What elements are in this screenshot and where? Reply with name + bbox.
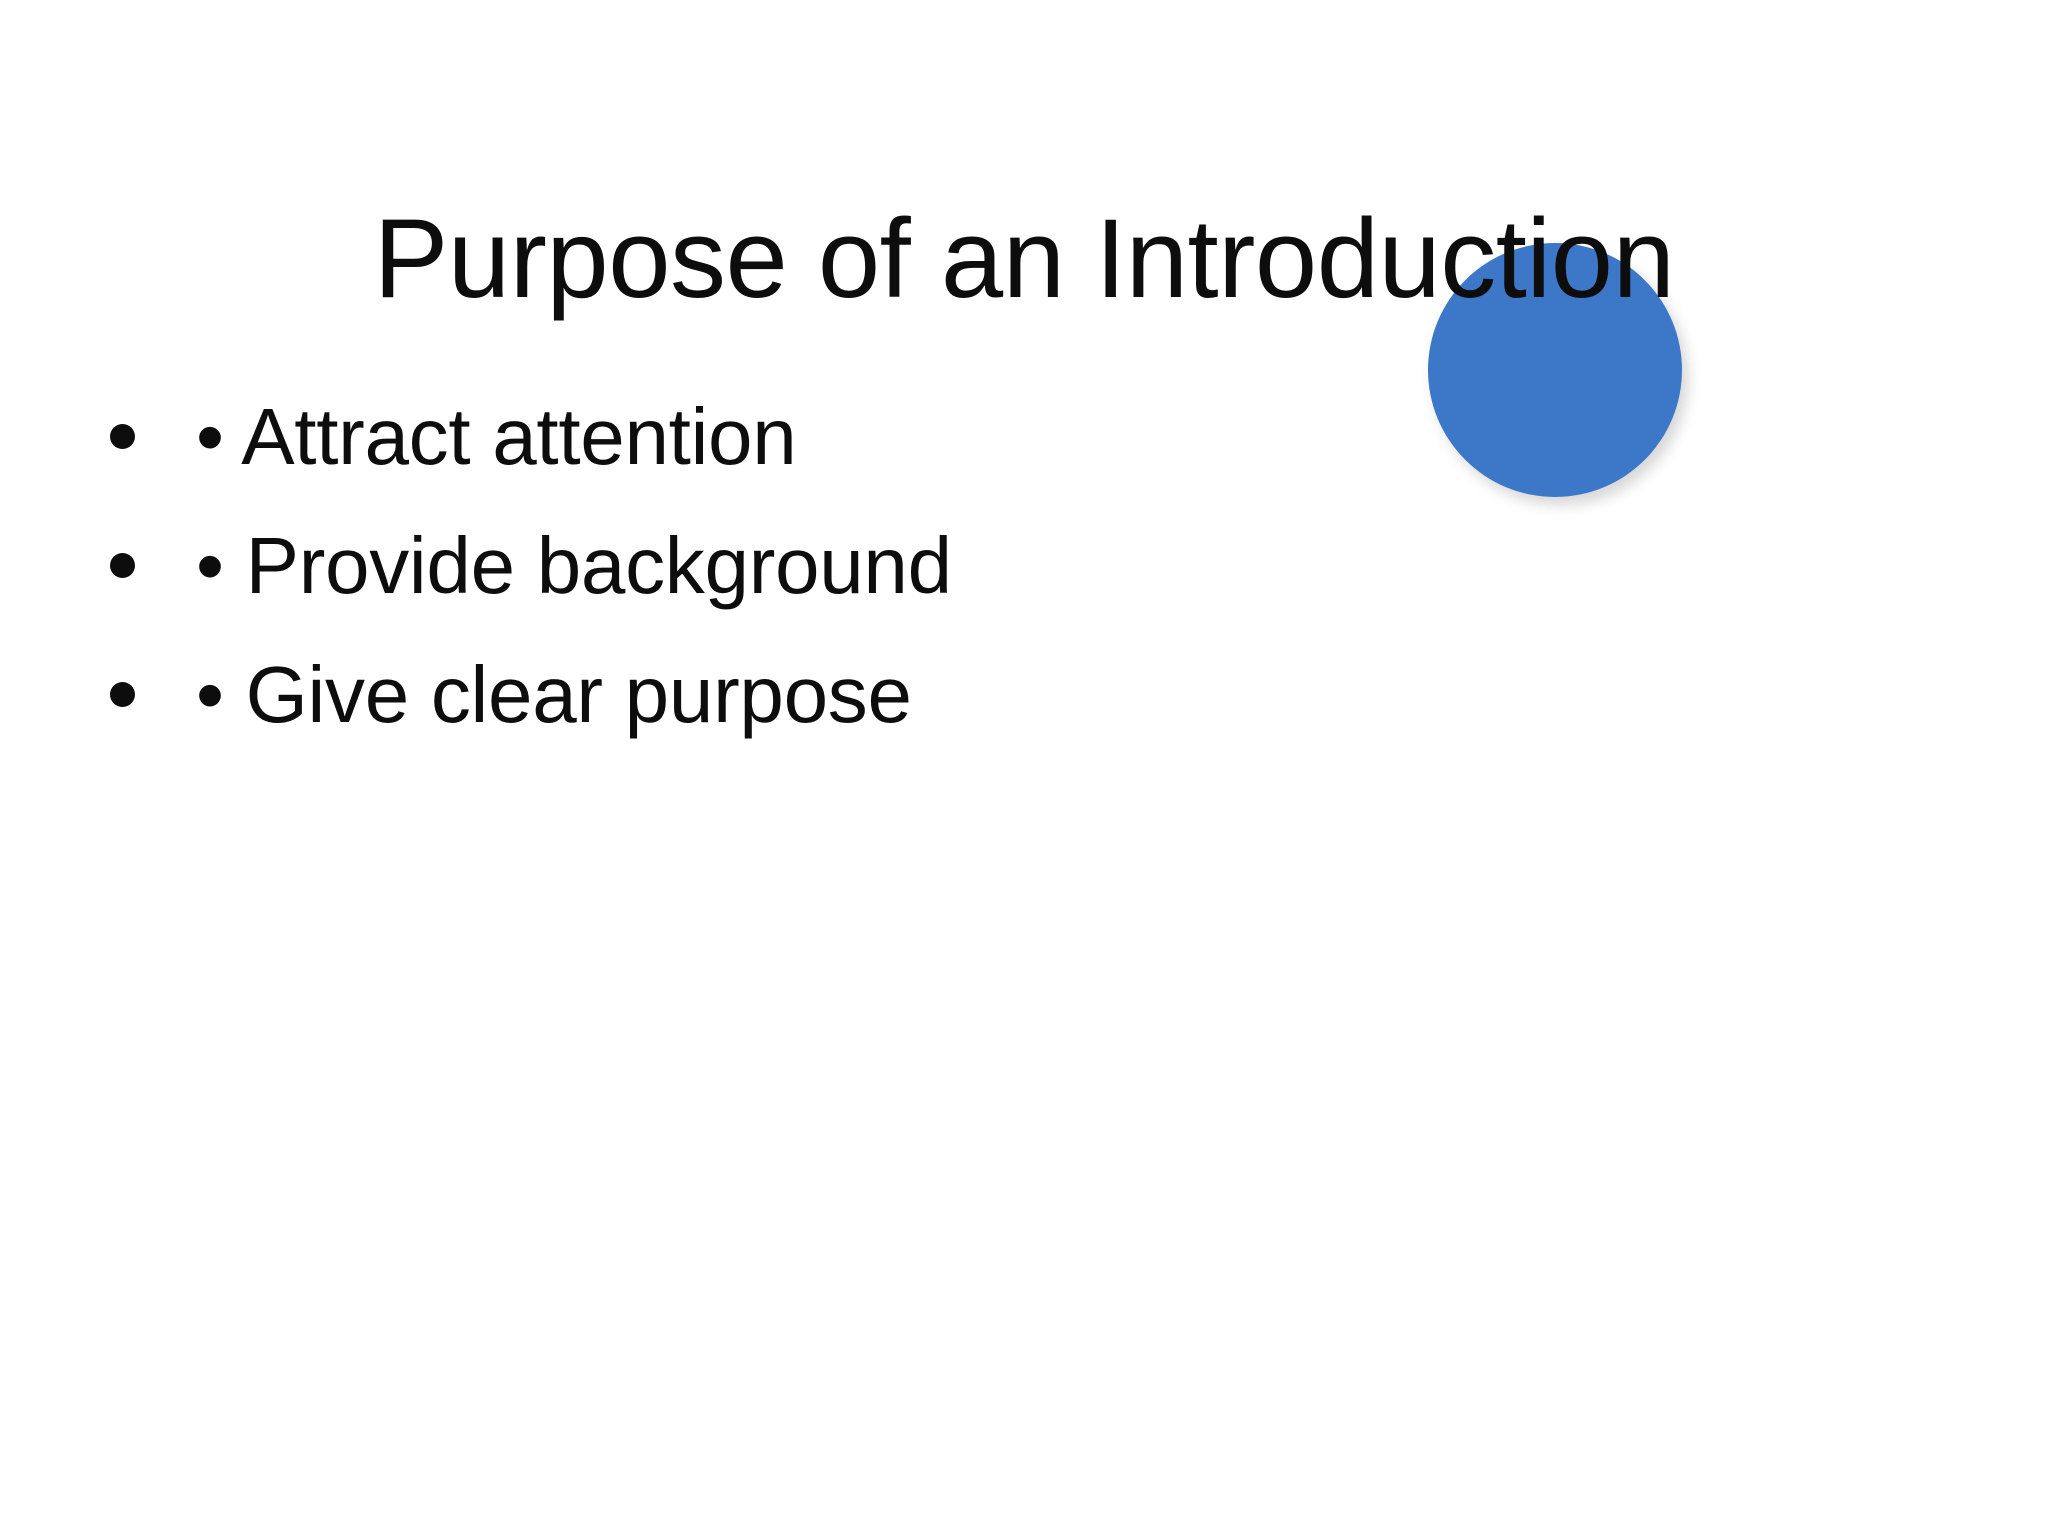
bullet-dot-icon <box>110 424 135 449</box>
bullet-dot-icon <box>110 682 135 707</box>
bullet-dot-icon <box>110 553 135 578</box>
list-item[interactable]: • Provide background <box>110 501 1370 630</box>
list-item-label: • Attract attention <box>196 392 797 481</box>
list-item[interactable]: • Give clear purpose <box>110 630 1370 759</box>
bullet-list: • Attract attention • Provide background… <box>110 372 1370 759</box>
list-item-label: • Provide background <box>196 521 952 610</box>
list-item[interactable]: • Attract attention <box>110 372 1370 501</box>
list-item-label: • Give clear purpose <box>196 650 912 739</box>
blue-circle-decoration <box>1428 243 1682 497</box>
page-title: Purpose of an Introduction <box>373 196 1675 322</box>
